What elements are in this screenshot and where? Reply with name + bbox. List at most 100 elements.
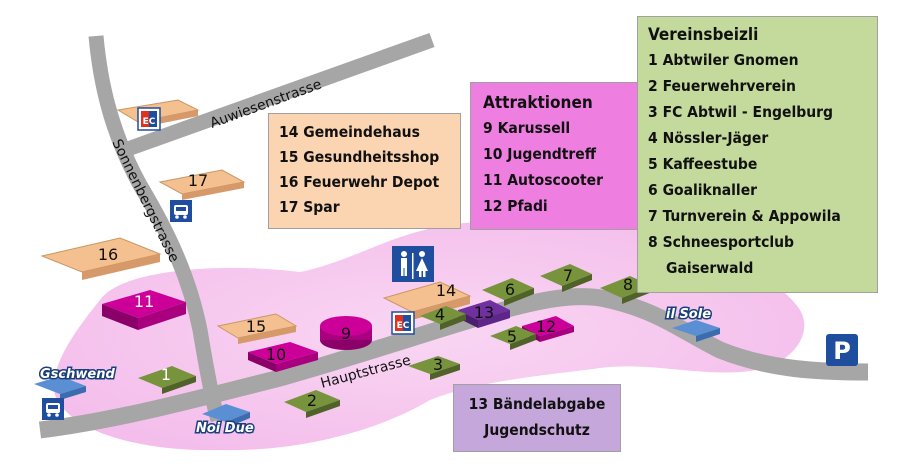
legend-name: Feuerwehr Depot (303, 173, 440, 191)
restaurant-il-sole[interactable]: il Sole (665, 306, 720, 342)
attraction-9[interactable]: 9 (320, 316, 372, 350)
atm-icon[interactable]: EC (391, 311, 415, 335)
legend-vereinsbeizli-continuation: Gaiserwald (666, 259, 754, 277)
road-sonnenbergstrasse (88, 35, 226, 423)
attraction-12[interactable]: 12 (522, 316, 574, 342)
bus-stop-icon[interactable] (42, 398, 64, 420)
marker-6: 6 (505, 280, 515, 299)
marker-17: 17 (188, 171, 208, 190)
atm-icon[interactable]: EC (137, 107, 161, 131)
legend-facilities: 14 Gemeindehaus 15 Gesundheitsshop 16 Fe… (268, 113, 461, 229)
legend-num: 4 (648, 129, 658, 147)
atm-label: EC (397, 321, 410, 331)
station-13[interactable]: 13 (458, 300, 510, 328)
place-label-noi-due: Noi Due (196, 421, 254, 436)
legend-num: 1 (648, 51, 658, 69)
legend-num: 6 (648, 181, 658, 199)
legend-attraktionen-row: 11 Autoscooter (483, 167, 626, 193)
bus-stop-icon[interactable] (170, 200, 192, 222)
marker-15: 15 (246, 317, 266, 336)
booth-6[interactable]: 6 (482, 278, 534, 306)
legend-num: 8 (648, 233, 658, 251)
marker-11: 11 (134, 292, 154, 311)
marker-5: 5 (507, 327, 517, 346)
legend-name: FC Abtwil - Engelburg (662, 103, 833, 121)
road-auwiesenstrasse (122, 32, 435, 158)
legend-name: Gesundheitsshop (303, 148, 440, 166)
legend-name: Autoscooter (507, 171, 603, 189)
legend-attraktionen-row: 12 Pfadi (483, 193, 626, 219)
legend-name: Kaffeestube (662, 155, 758, 173)
legend-vereinsbeizli-row: 4 Nössler-Jäger (648, 125, 867, 151)
legend-num: 17 (279, 198, 299, 216)
legend-attraktionen-row: 9 Karussell (483, 115, 626, 141)
legend-vereinsbeizli-title: Vereinsbeizli (648, 25, 759, 45)
legend-vereinsbeizli-row: 1 Abtwiler Gnomen (648, 47, 867, 73)
booth-7[interactable]: 7 (540, 264, 592, 292)
marker-2: 2 (307, 391, 317, 410)
legend-num: 9 (483, 119, 493, 137)
atm-label: EC (143, 117, 156, 127)
marker-4: 4 (435, 305, 445, 324)
roads (38, 32, 869, 439)
parking-label: P (833, 337, 851, 365)
attraction-10[interactable]: 10 (248, 342, 318, 372)
legend-num: 7 (648, 207, 658, 225)
marker-9: 9 (341, 324, 351, 343)
marker-3: 3 (433, 355, 443, 374)
legend-vereinsbeizli-row: 7 Turnverein & Appowila (648, 203, 867, 229)
legend-facilities-row: 15 Gesundheitsshop (279, 145, 450, 170)
legend-num: 16 (279, 173, 299, 191)
legend-facilities-row: 16 Feuerwehr Depot (279, 170, 450, 195)
legend-num: 5 (648, 155, 658, 173)
legend-name: Pfadi (507, 197, 548, 215)
attraction-11[interactable]: 11 (102, 290, 186, 330)
place-label-gschwend: Gschwend (40, 367, 115, 382)
marker-14: 14 (436, 281, 456, 300)
legend-facilities-row: 14 Gemeindehaus (279, 120, 450, 145)
place-label-il-sole: il Sole (666, 307, 711, 322)
marker-1: 1 (161, 365, 171, 384)
legend-vereinsbeizli: Vereinsbeizli 1 Abtwiler Gnomen 2 Feuerw… (637, 16, 878, 293)
legend-attraktionen: Attraktionen 9 Karussell 10 Jugendtreff … (470, 82, 639, 230)
legend-name: Feuerwehrverein (662, 77, 796, 95)
marker-7: 7 (563, 266, 573, 285)
legend-num: 2 (648, 77, 658, 95)
legend-13: 13 Bändelabgabe Jugendschutz (453, 384, 621, 452)
road-hauptstrasse (38, 288, 869, 439)
marker-10: 10 (266, 345, 286, 364)
booth-5[interactable]: 5 (490, 326, 536, 350)
marker-12: 12 (536, 317, 556, 336)
legend-num: 10 (483, 145, 503, 163)
legend-vereinsbeizli-row: 6 Goaliknaller (648, 177, 867, 203)
legend-facilities-row: 17 Spar (279, 195, 450, 220)
building-17[interactable]: 17 (158, 169, 246, 200)
parking-icon[interactable]: P (826, 334, 858, 366)
legend-vereinsbeizli-row: 5 Kaffeestube (648, 151, 867, 177)
legend-attraktionen-title: Attraktionen (483, 93, 593, 113)
booth-1[interactable]: 1 (138, 365, 196, 394)
legend-13-line1: 13 Bändelabgabe (468, 395, 606, 413)
legend-attraktionen-row: 10 Jugendtreff (483, 141, 626, 167)
legend-num: 15 (279, 148, 299, 166)
legend-name: Turnverein & Appowila (662, 207, 841, 225)
restaurant-noi-due[interactable]: Noi Due (195, 404, 255, 438)
booth-2[interactable]: 2 (284, 390, 340, 418)
building-15[interactable]: 15 (216, 313, 298, 344)
legend-vereinsbeizli-row: 2 Feuerwehrverein (648, 73, 867, 99)
legend-name: Schneesportclub (662, 233, 795, 251)
restaurant-gschwend[interactable]: Gschwend (34, 366, 117, 400)
legend-name: Karussell (497, 119, 571, 137)
toilet-icon[interactable] (392, 246, 434, 282)
booth-4[interactable]: 4 (420, 305, 466, 330)
legend-name: Nössler-Jäger (662, 129, 769, 147)
legend-name: Goaliknaller (662, 181, 758, 199)
legend-name: Jugendtreff (507, 145, 597, 163)
building-16[interactable]: 16 (40, 237, 162, 280)
legend-num: 3 (648, 103, 658, 121)
legend-num: 11 (483, 171, 503, 189)
marker-16: 16 (98, 245, 118, 264)
legend-name: Abtwiler Gnomen (662, 51, 799, 69)
booth-3[interactable]: 3 (408, 355, 460, 380)
